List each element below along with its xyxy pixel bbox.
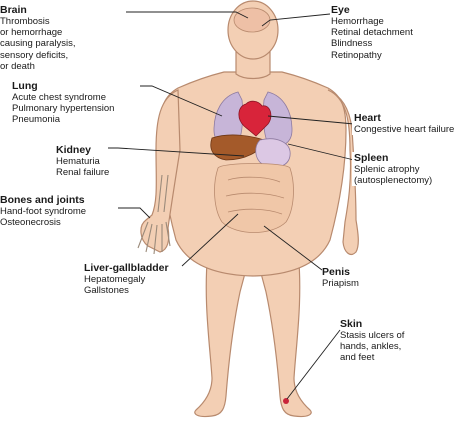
eye-line-3: Blindness <box>331 38 373 50</box>
bones-title: Bones and joints <box>0 194 85 206</box>
spleen-title: Spleen <box>354 152 389 164</box>
skin-line-2: hands, ankles, <box>340 341 402 353</box>
spleen-line-1: Splenic atrophy <box>354 164 420 175</box>
penis-leader <box>263 225 323 271</box>
bones-line-1: Hand-foot syndrome <box>0 206 87 217</box>
liver-callout: Liver-gallbladder Hepatomegaly Gallstone… <box>84 262 169 296</box>
spleen-leader <box>287 143 355 161</box>
penis-callout: Penis Priapism <box>322 266 359 289</box>
brain-callout: Brain Thrombosis or hemorrhage causing p… <box>0 4 76 72</box>
brain-leader <box>126 11 249 19</box>
heart-leader <box>267 115 355 125</box>
spleen-callout: Spleen Splenic atrophy (autosplenectomy) <box>352 152 435 187</box>
spleen-line-2: (autosplenectomy) <box>354 175 433 187</box>
lung-title: Lung <box>12 80 38 92</box>
bones-leader <box>118 207 151 219</box>
lung-line-3: Pneumonia <box>12 114 61 126</box>
kidney-callout: Kidney Hematuria Renal failure <box>56 144 109 178</box>
lung-line-1: Acute chest syndrome <box>12 92 106 103</box>
bones-line-2: Osteonecrosis <box>0 217 61 229</box>
brain-title: Brain <box>0 4 27 16</box>
heart-shape <box>238 100 272 137</box>
hand-bones <box>137 174 171 255</box>
intestine-shape <box>214 163 294 233</box>
heart-title: Heart <box>354 112 381 124</box>
liver-line-2: Gallstones <box>84 285 129 297</box>
kidney-line-2: Renal failure <box>56 167 110 179</box>
stomach-shape <box>255 138 291 168</box>
kidney-line-1: Hematuria <box>56 156 100 167</box>
heart-callout: Heart Congestive heart failure <box>352 112 457 136</box>
skin-line-3: and feet <box>340 352 375 364</box>
brain-line-2: or hemorrhage <box>0 27 63 39</box>
penis-line-1: Priapism <box>322 278 359 289</box>
brain-line-5: or death <box>0 60 35 72</box>
brain-line-4: sensory deficits, <box>0 49 69 61</box>
liver-title: Liver-gallbladder <box>84 262 169 274</box>
liver-leader <box>181 213 239 267</box>
lung-leader <box>140 85 223 117</box>
eye-leader <box>261 13 331 27</box>
skin-title: Skin <box>340 318 363 330</box>
skin-callout: Skin Stasis ulcers of hands, ankles, and… <box>340 318 404 364</box>
eye-title: Eye <box>331 4 350 16</box>
eye-line-2: Retinal detachment <box>331 27 413 39</box>
brain-shape <box>233 7 271 33</box>
brain-line-3: causing paralysis, <box>0 38 76 50</box>
eye-line-1: Hemorrhage <box>331 16 384 27</box>
brain-line-1: Thrombosis <box>0 16 50 27</box>
eye-line-4: Retinopathy <box>331 49 382 61</box>
liver-line-1: Hepatomegaly <box>84 274 146 285</box>
skin-leader <box>286 329 341 400</box>
kidney-title: Kidney <box>56 144 92 156</box>
penis-title: Penis <box>322 266 351 278</box>
leader-lines <box>108 11 355 400</box>
liver-shape <box>210 134 265 161</box>
kidney-leader <box>108 147 245 157</box>
skin-ulcer-mark <box>283 398 289 404</box>
skin-line-1: Stasis ulcers of <box>340 330 405 341</box>
lung-line-2: Pulmonary hypertension <box>12 103 115 115</box>
eye-callout: Eye Hemorrhage Retinal detachment Blindn… <box>331 4 413 61</box>
bones-callout: Bones and joints Hand-foot syndrome Oste… <box>0 194 86 228</box>
lung-callout: Lung Acute chest syndrome Pulmonary hype… <box>12 80 114 126</box>
heart-line-1: Congestive heart failure <box>354 124 455 135</box>
